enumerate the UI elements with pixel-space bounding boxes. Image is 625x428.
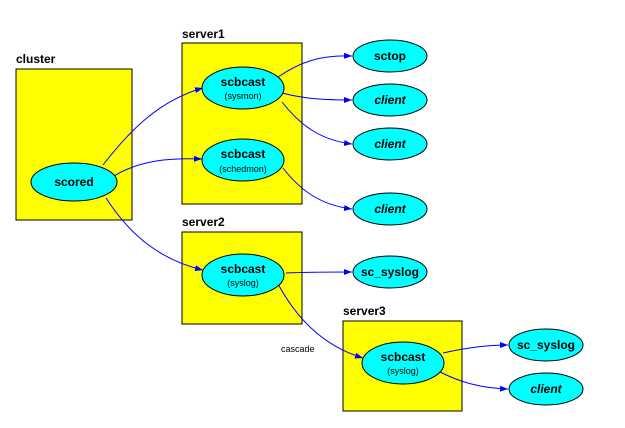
node-scored: scored (30, 162, 118, 202)
node-scbcast-syslog-server2: scbcast (syslog) (201, 253, 285, 297)
server3-label: server3 (343, 304, 386, 318)
node-sc-syslog-2: sc_syslog (508, 328, 584, 362)
edge-syslog-s2-syslog-s3 (277, 283, 364, 359)
node-scbcast-schedmon: scbcast (schedmon) (201, 138, 285, 182)
node-sc-syslog-1-label: sc_syslog (361, 265, 419, 279)
node-scbcast-sysmon-label: scbcast (221, 75, 266, 89)
node-client-4: client (508, 372, 584, 406)
edge-sysmon-client1 (281, 92, 353, 103)
edge-syslog-s2-sc_syslog1 (285, 269, 353, 276)
node-client-4-label: client (530, 382, 562, 396)
node-scbcast-schedmon-label: scbcast (221, 147, 266, 161)
node-client-1: client (352, 83, 428, 117)
node-sc-syslog-1: sc_syslog (352, 255, 428, 289)
cluster-label: cluster (16, 52, 56, 66)
edge-syslog-s3-sc_syslog2 (442, 342, 509, 354)
server2-label: server2 (182, 215, 225, 229)
node-scbcast-syslog-server2-label: scbcast (221, 262, 266, 276)
node-scbcast-syslog-server3-label: scbcast (381, 350, 426, 364)
edge-scored-sysmon (102, 87, 204, 166)
edge-sysmon-client2 (281, 101, 353, 146)
edge-sysmon-sctop (277, 52, 353, 78)
node-sc-syslog-2-label: sc_syslog (517, 338, 575, 352)
node-sctop: sctop (352, 39, 428, 73)
node-client-2: client (352, 127, 428, 161)
node-scbcast-schedmon-sub: (schedmon) (219, 164, 267, 174)
node-scbcast-sysmon-sub: (sysmon) (224, 91, 261, 101)
node-scored-label: scored (54, 175, 93, 189)
edge-scored-syslog-s2 (105, 197, 204, 272)
node-sctop-label: sctop (374, 49, 406, 63)
node-client-3-label: client (374, 202, 406, 216)
edge-syslog-s3-client4 (439, 371, 509, 392)
node-client-2-label: client (374, 137, 406, 151)
node-scbcast-syslog-server3: scbcast (syslog) (361, 341, 445, 385)
node-scbcast-syslog-server2-sub: (syslog) (227, 278, 259, 288)
node-client-3: client (352, 192, 428, 226)
node-client-1-label: client (374, 93, 406, 107)
node-scbcast-sysmon: scbcast (sysmon) (201, 66, 285, 110)
node-scbcast-syslog-server3-sub: (syslog) (387, 366, 419, 376)
edge-schedmon-client3 (282, 167, 353, 211)
server1-label: server1 (182, 27, 225, 41)
edge-scored-schedmon (113, 155, 203, 177)
cascade-label: cascade (281, 344, 315, 354)
